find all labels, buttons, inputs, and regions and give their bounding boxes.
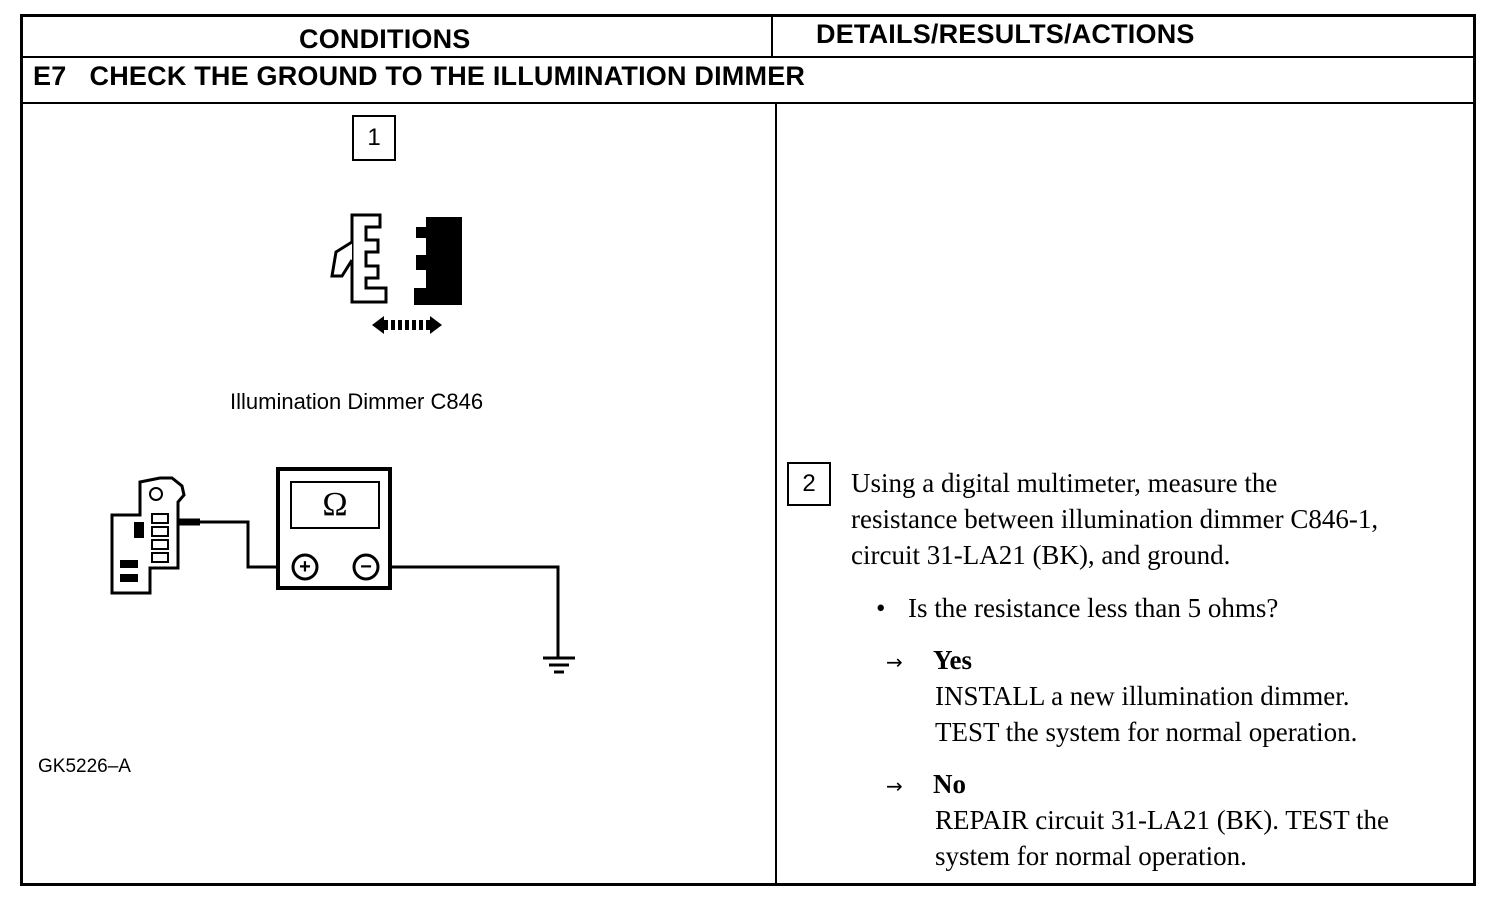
yes-line-1: INSTALL a new illumination dimmer. — [935, 681, 1350, 711]
step-2-badge: 2 — [787, 462, 831, 506]
connector-half-male — [414, 217, 462, 305]
yes-label: Yes — [933, 645, 972, 675]
no-line-2: system for normal operation. — [935, 841, 1247, 871]
question-bullet: • — [876, 593, 886, 623]
ground-icon — [543, 656, 575, 674]
no-line-1: REPAIR circuit 31-LA21 (BK). TEST the — [935, 805, 1389, 835]
section-title: E7 CHECK THE GROUND TO THE ILLUMINATION … — [33, 61, 806, 91]
step-2-line-2: resistance between illumination dimmer C… — [851, 504, 1379, 534]
column-divider — [775, 103, 777, 884]
yes-action: INSTALL a new illumination dimmer. TEST … — [935, 678, 1357, 750]
multimeter-diagram — [110, 467, 575, 674]
table-frame — [20, 14, 1476, 886]
no-action: REPAIR circuit 31-LA21 (BK). TEST the sy… — [935, 802, 1389, 874]
connector-illustration — [330, 213, 462, 334]
section-rule — [22, 102, 1474, 104]
header-rule — [22, 56, 1474, 58]
figure-id: GK5226–A — [38, 756, 131, 777]
positive-terminal-label: + — [299, 556, 311, 578]
yes-arrow-icon: → — [886, 650, 903, 674]
negative-terminal-label: − — [360, 556, 372, 578]
step-2-line-3: circuit 31-LA21 (BK), and ground. — [851, 540, 1231, 570]
no-arrow-icon: → — [886, 774, 903, 798]
question-text: Is the resistance less than 5 ohms? — [908, 593, 1279, 623]
disconnect-arrow-icon — [372, 316, 442, 334]
step-2-instruction: Using a digital multimeter, measure the … — [851, 465, 1461, 573]
ohm-symbol: Ω — [322, 486, 348, 523]
multimeter-body — [276, 467, 392, 590]
dimmer-connector-icon — [110, 476, 186, 595]
no-label: No — [933, 769, 966, 799]
step-1-badge: 1 — [352, 115, 396, 161]
step-2-line-1: Using a digital multimeter, measure the — [851, 468, 1278, 498]
yes-line-2: TEST the system for normal operation. — [935, 717, 1358, 747]
connector-caption: Illumination Dimmer C846 — [230, 389, 484, 414]
test-leads — [178, 518, 560, 658]
header-divider — [771, 16, 773, 57]
connector-half-female — [330, 213, 388, 304]
details-heading: DETAILS/RESULTS/ACTIONS — [816, 19, 1195, 49]
conditions-heading: CONDITIONS — [299, 24, 471, 54]
